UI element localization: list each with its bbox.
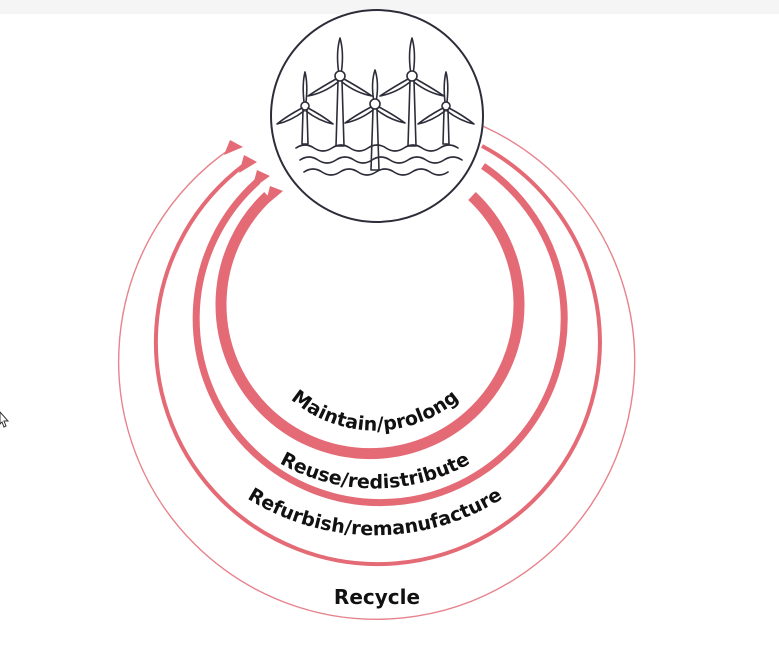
loop-refurbish-arc (153, 144, 602, 567)
loop-maintain-arrowhead (265, 186, 283, 206)
top-bar (0, 0, 779, 14)
loop-maintain (215, 186, 525, 460)
label-maintain: Maintain/prolong (287, 386, 462, 436)
loop-reuse-arrowhead (252, 170, 270, 189)
loop-recycle (117, 123, 636, 620)
loop-refurbish-arrowhead (239, 155, 257, 173)
mouse-cursor-icon (0, 411, 10, 428)
loop-recycle-arc (117, 123, 636, 620)
loop-maintain-arc (215, 191, 525, 460)
loop-refurbish (153, 144, 602, 567)
label-recycle: Recycle (334, 585, 420, 609)
loop-reuse-arc (192, 163, 568, 507)
offshore-wind-turbines-icon (276, 37, 475, 176)
hub (270, 9, 484, 223)
loop-reuse (192, 163, 568, 507)
loop-recycle-arrowhead (224, 140, 243, 155)
